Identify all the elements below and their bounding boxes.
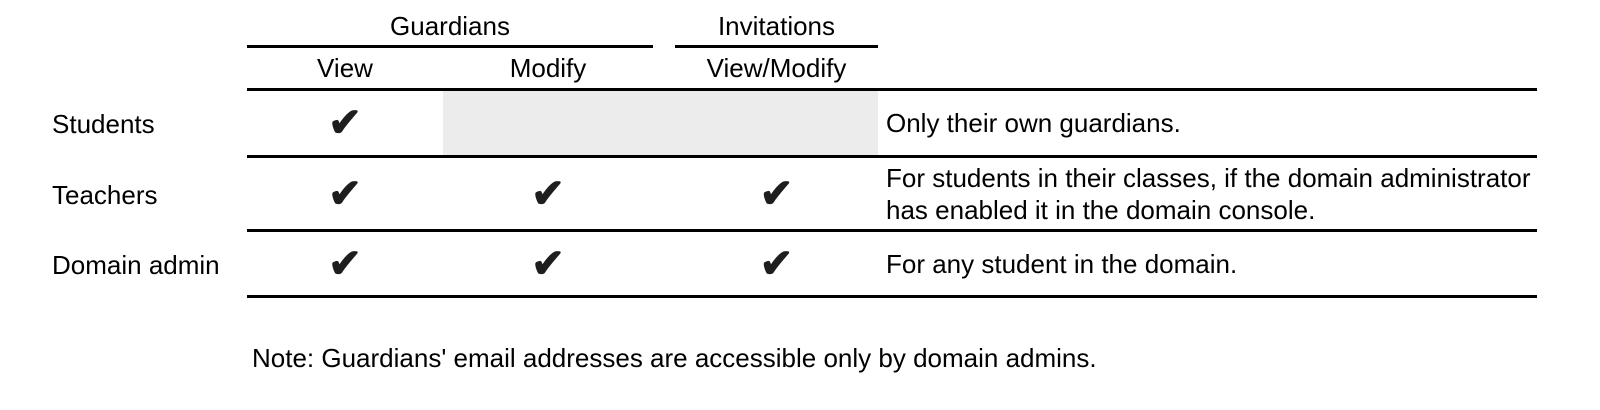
row-label: Students: [52, 109, 155, 139]
table-row-teachers: Teachers ✔ ✔ ✔ For students in their cla…: [0, 158, 1600, 232]
cell-gap: [653, 158, 675, 229]
column-group-row: Guardians Invitations: [0, 0, 1600, 48]
cell-gap: [653, 232, 675, 295]
cell-students-view-modify: [675, 91, 878, 155]
column-group-guardians: Guardians: [247, 0, 653, 48]
row-note: For any student in the domain.: [878, 232, 1537, 295]
row-label: Teachers: [52, 179, 158, 210]
column-group-invitations-label: Invitations: [717, 11, 836, 41]
row-note-text: For any student in the domain.: [886, 248, 1238, 279]
check-icon: ✔: [531, 171, 565, 216]
column-group-guardians-label: Guardians: [390, 11, 510, 41]
permissions-table: Guardians Invitations View Modify: [0, 0, 1600, 298]
cell-teachers-modify: ✔: [443, 158, 653, 229]
column-header-view-modify-label: View/Modify: [706, 52, 847, 83]
check-icon: ✔: [759, 241, 794, 286]
column-header-modify: Modify: [443, 48, 653, 88]
column-header-row: View Modify View/Modify: [0, 48, 1600, 91]
footnote: Note: Guardians' email addresses are acc…: [252, 343, 1097, 373]
column-header-gap: [653, 48, 675, 88]
row-note: For students in their classes, if the do…: [878, 158, 1537, 229]
cell-students-view: ✔: [247, 91, 443, 155]
cells-teachers-mid: ✔ ✔: [443, 158, 878, 229]
column-header-view-modify: View/Modify: [675, 48, 878, 88]
row-note-text: Only their own guardians.: [886, 108, 1181, 138]
column-group-spacer: [0, 0, 247, 48]
check-icon: ✔: [328, 241, 362, 286]
table-row-domain-admin: Domain admin ✔ ✔ ✔ For any student in th…: [0, 232, 1600, 298]
column-group-gap: [653, 0, 675, 48]
cells-admin-mid: ✔ ✔: [443, 232, 878, 295]
cell-teachers-view-modify: ✔: [675, 158, 878, 229]
row-note: Only their own guardians.: [878, 91, 1537, 155]
column-header-notes: [878, 48, 1537, 88]
cell-teachers-view: ✔: [247, 158, 443, 229]
check-icon: ✔: [531, 241, 565, 286]
check-icon: ✔: [759, 171, 794, 216]
check-icon: ✔: [328, 101, 362, 145]
column-header-spacer: [0, 48, 247, 91]
column-group-invitations: Invitations: [675, 0, 878, 48]
cell-admin-modify: ✔: [443, 232, 653, 295]
cell-admin-view: ✔: [247, 232, 443, 295]
disabled-cells-region: [443, 91, 878, 155]
column-header-modify-label: Modify: [509, 52, 587, 83]
column-header-mid: Modify View/Modify: [443, 48, 878, 88]
cell-students-modify: [443, 91, 653, 155]
row-note-text: For students in their classes, if the do…: [886, 162, 1531, 225]
cell-admin-view-modify: ✔: [675, 232, 878, 295]
table-row-students: Students ✔ Only their own guardians.: [0, 91, 1600, 158]
check-icon: ✔: [328, 171, 362, 216]
column-header-view: View: [247, 48, 443, 88]
row-label: Domain admin: [52, 249, 220, 280]
cell-gap: [653, 91, 675, 155]
column-header-view-label: View: [317, 52, 373, 83]
